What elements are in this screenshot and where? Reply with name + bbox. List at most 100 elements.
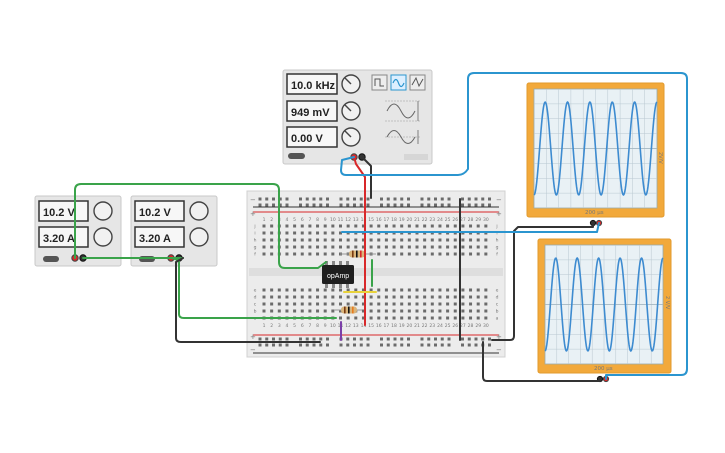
breadboard-hole[interactable]: [270, 231, 274, 235]
breadboard-hole[interactable]: [377, 316, 381, 320]
breadboard-hole[interactable]: [300, 309, 304, 313]
breadboard-hole[interactable]: [354, 245, 358, 249]
breadboard-hole[interactable]: [407, 302, 411, 306]
breadboard-hole[interactable]: [438, 316, 442, 320]
rail-hole[interactable]: [440, 197, 444, 201]
rail-hole[interactable]: [285, 203, 289, 207]
breadboard-hole[interactable]: [469, 252, 473, 256]
rail-hole[interactable]: [420, 197, 424, 201]
breadboard-hole[interactable]: [407, 224, 411, 228]
rail-hole[interactable]: [407, 203, 410, 207]
breadboard-hole[interactable]: [461, 252, 465, 256]
breadboard-hole[interactable]: [277, 309, 281, 313]
breadboard-hole[interactable]: [476, 238, 480, 242]
breadboard-hole[interactable]: [323, 252, 327, 256]
breadboard-hole[interactable]: [392, 295, 396, 299]
rail-hole[interactable]: [299, 343, 302, 347]
breadboard-hole[interactable]: [270, 238, 274, 242]
rail-hole[interactable]: [407, 197, 410, 201]
rail-hole[interactable]: [258, 337, 262, 341]
breadboard-hole[interactable]: [430, 295, 434, 299]
breadboard-hole[interactable]: [369, 224, 373, 228]
breadboard-hole[interactable]: [484, 309, 488, 313]
oscilloscope-2[interactable]: 200 µs 2 V/V: [537, 238, 672, 383]
power-switch[interactable]: [288, 153, 305, 159]
breadboard-hole[interactable]: [293, 295, 297, 299]
breadboard-hole[interactable]: [430, 309, 434, 313]
breadboard-hole[interactable]: [346, 316, 350, 320]
breadboard-hole[interactable]: [377, 302, 381, 306]
rail-hole[interactable]: [474, 337, 478, 341]
breadboard-hole[interactable]: [331, 288, 335, 292]
rail-hole[interactable]: [305, 203, 309, 207]
breadboard-hole[interactable]: [415, 288, 419, 292]
rail-hole[interactable]: [326, 203, 329, 207]
breadboard-hole[interactable]: [377, 245, 381, 249]
wires[interactable]: [74, 72, 688, 382]
rail-hole[interactable]: [278, 343, 282, 347]
breadboard-hole[interactable]: [308, 245, 312, 249]
breadboard-hole[interactable]: [339, 245, 342, 249]
breadboard-hole[interactable]: [415, 238, 419, 242]
rail-hole[interactable]: [312, 343, 316, 347]
breadboard-hole[interactable]: [446, 316, 450, 320]
breadboard-hole[interactable]: [384, 295, 388, 299]
breadboard-hole[interactable]: [461, 224, 465, 228]
breadboard-hole[interactable]: [430, 302, 434, 306]
breadboard-hole[interactable]: [308, 224, 312, 228]
breadboard-hole[interactable]: [392, 302, 396, 306]
breadboard-hole[interactable]: [476, 245, 480, 249]
breadboard-hole[interactable]: [316, 288, 320, 292]
rail-hole[interactable]: [400, 197, 404, 201]
resistor-input[interactable]: [334, 306, 362, 314]
breadboard-hole[interactable]: [400, 309, 404, 313]
rail-hole[interactable]: [346, 337, 350, 341]
breadboard-hole[interactable]: [262, 238, 266, 242]
rail-hole[interactable]: [312, 197, 316, 201]
breadboard-hole[interactable]: [476, 316, 480, 320]
breadboard-hole[interactable]: [354, 302, 358, 306]
rail-hole[interactable]: [434, 197, 437, 201]
breadboard-hole[interactable]: [285, 288, 289, 292]
breadboard-hole[interactable]: [316, 231, 320, 235]
rail-hole[interactable]: [461, 337, 464, 341]
rail-hole[interactable]: [380, 343, 383, 347]
rail-hole[interactable]: [420, 337, 424, 341]
breadboard-hole[interactable]: [453, 224, 457, 228]
rail-hole[interactable]: [265, 343, 269, 347]
rail-hole[interactable]: [488, 343, 491, 347]
rail-hole[interactable]: [366, 337, 370, 341]
rail-hole[interactable]: [278, 203, 282, 207]
breadboard-hole[interactable]: [469, 224, 473, 228]
rail-hole[interactable]: [319, 203, 323, 207]
breadboard-hole[interactable]: [392, 288, 396, 292]
breadboard-hole[interactable]: [354, 224, 358, 228]
breadboard-hole[interactable]: [316, 245, 320, 249]
breadboard-hole[interactable]: [285, 231, 289, 235]
breadboard-hole[interactable]: [293, 224, 297, 228]
current-knob[interactable]: [93, 227, 113, 247]
breadboard-hole[interactable]: [270, 302, 274, 306]
breadboard-hole[interactable]: [484, 302, 488, 306]
rail-hole[interactable]: [427, 197, 431, 201]
wire-black-scope2[interactable]: [482, 341, 601, 382]
breadboard-hole[interactable]: [446, 302, 450, 306]
rail-hole[interactable]: [481, 203, 485, 207]
rail-hole[interactable]: [312, 337, 316, 341]
breadboard-hole[interactable]: [446, 238, 450, 242]
breadboard-hole[interactable]: [339, 316, 342, 320]
rail-hole[interactable]: [461, 203, 464, 207]
breadboard-hole[interactable]: [293, 231, 297, 235]
rail-hole[interactable]: [407, 337, 410, 341]
breadboard-hole[interactable]: [346, 224, 350, 228]
breadboard-hole[interactable]: [400, 238, 404, 242]
breadboard-hole[interactable]: [270, 252, 274, 256]
breadboard-hole[interactable]: [308, 252, 312, 256]
breadboard-hole[interactable]: [300, 224, 304, 228]
rail-hole[interactable]: [386, 337, 390, 341]
breadboard-hole[interactable]: [285, 302, 289, 306]
rail-hole[interactable]: [366, 203, 370, 207]
rail-hole[interactable]: [278, 197, 282, 201]
